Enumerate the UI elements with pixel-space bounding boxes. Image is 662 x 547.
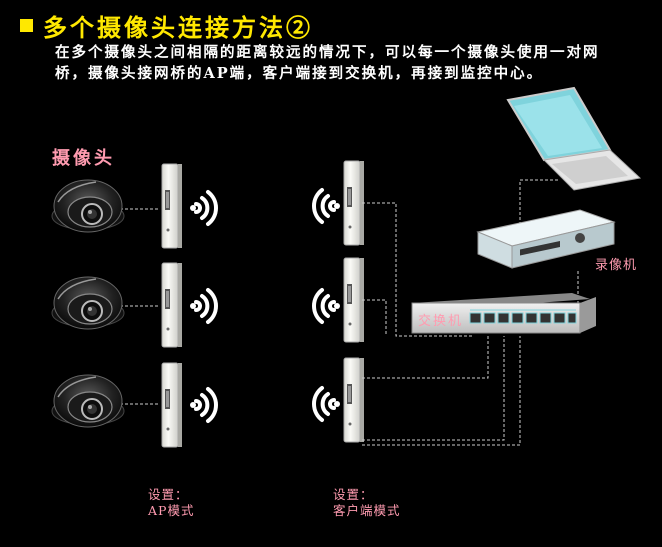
wifi-signal-icon (312, 188, 342, 224)
laptop-icon (506, 86, 642, 191)
camera-dome-icon (51, 374, 125, 428)
dvr-label: 录像机 (595, 258, 638, 273)
description: 在多个摄像头之间相隔的距离较远的情况下，可以每一个摄像头使用一对网桥，摄像头接网… (55, 44, 600, 82)
camera-links (120, 208, 160, 405)
bridge-ap-icon (161, 163, 183, 249)
title-bullet-icon (20, 19, 33, 32)
camera-dome-icon (51, 179, 125, 233)
client-links (362, 179, 579, 446)
bridge-ap-icon (161, 262, 183, 348)
switch-icon (411, 293, 596, 334)
camera-dome-icon (51, 276, 125, 330)
wifi-signal-icon (188, 387, 218, 423)
wifi-signal-icon (188, 288, 218, 324)
wifi-signal-icon (312, 288, 342, 324)
page-title: 多个摄像头连接方法② (43, 13, 313, 42)
dvr-icon (476, 209, 616, 269)
client-setting-line1: 设置： (333, 487, 374, 502)
ap-mode-label: 设置： AP模式 (148, 487, 194, 519)
wifi-signal-icon (312, 386, 342, 422)
bridge-ap-icon (161, 362, 183, 448)
switch-label: 交换机 (418, 314, 464, 329)
title-row: 多个摄像头连接方法② (20, 8, 313, 43)
bridge-client-icon (343, 357, 365, 443)
ap-setting-line2: AP模式 (148, 503, 195, 518)
cameras-label: 摄像头 (52, 148, 115, 169)
client-mode-label: 设置： 客户端模式 (333, 487, 401, 519)
bridge-client-icon (343, 257, 365, 343)
wifi-signal-icon (188, 190, 218, 226)
bridge-client-icon (343, 160, 365, 246)
client-setting-line2: 客户端模式 (333, 503, 401, 518)
ap-setting-line1: 设置： (148, 487, 189, 502)
